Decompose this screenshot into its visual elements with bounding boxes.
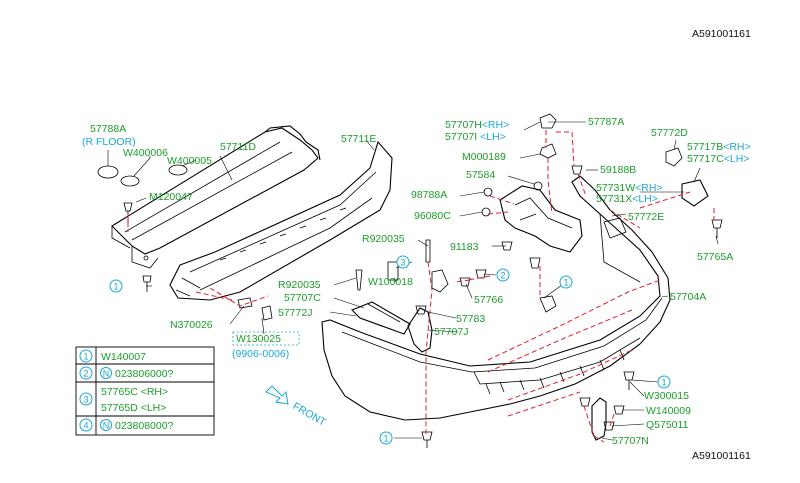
front-arrow: FRONT: [265, 385, 329, 429]
label-57788A: 57788A: [90, 123, 126, 135]
label-57707N: 57707N: [612, 435, 649, 447]
doc-id-top: A591001161: [692, 28, 751, 40]
legend-text-3b: 57765D <LH>: [101, 402, 166, 414]
legend-text-2: 023806000?: [115, 368, 174, 380]
label-57707C: 57707C: [284, 292, 321, 304]
label-r920035-b: R920035: [278, 279, 321, 291]
legend-text-4: 023808000?: [115, 420, 174, 432]
label-m120047: M120047: [149, 191, 193, 203]
label-w140009: W140009: [646, 405, 691, 417]
label-98788A: 98788A: [411, 189, 447, 201]
legend-prefix-4: N: [103, 421, 110, 431]
label-57787A: 57787A: [588, 116, 624, 128]
bracket-57707N: [591, 397, 607, 441]
label-57707I: 57707I<LH>: [445, 131, 506, 143]
hardware: [97, 113, 723, 448]
legend-num-1: 1: [83, 352, 88, 362]
svg-text:1: 1: [661, 378, 666, 388]
svg-text:2: 2: [500, 271, 505, 281]
part-labels: 57788A (R FLOOR) W400006 W400005 57711D …: [82, 116, 751, 447]
svg-text:1: 1: [563, 278, 568, 288]
label-59188B: 59188B: [600, 164, 636, 176]
leader-lines: [107, 121, 719, 441]
label-57772D: 57772D: [651, 127, 688, 139]
label-w130025: W130025: [236, 333, 281, 345]
label-57731W: 57731W<RH>: [596, 182, 663, 194]
label-r-floor: (R FLOOR): [82, 136, 136, 148]
legend-table: 1 W140007 2 N 023806000? 3 57765C <RH> 5…: [75, 346, 215, 436]
label-57711E: 57711E: [341, 133, 376, 145]
label-57731X: 57731X<LH>: [596, 193, 658, 205]
legend-num-2: 2: [83, 369, 88, 379]
label-w400006: W400006: [123, 147, 168, 159]
bracket-57707J: [407, 307, 433, 353]
svg-text:1: 1: [383, 434, 388, 444]
label-57772J: 57772J: [278, 307, 312, 319]
callouts: 1 2 3 1 1 1: [109, 255, 671, 445]
label-57765A: 57765A: [697, 251, 733, 263]
label-q575011: Q575011: [646, 419, 689, 431]
label-n370026: N370026: [170, 319, 213, 331]
label-m000189: M000189: [462, 151, 506, 163]
bracket-57707C: [351, 301, 411, 335]
svg-text:1: 1: [113, 282, 118, 292]
assembly-lines: [127, 130, 715, 443]
beam-57711E: [169, 140, 393, 301]
label-w300015: W300015: [644, 390, 689, 402]
bracket-57707H: [499, 185, 583, 253]
svg-text:3: 3: [400, 258, 405, 268]
legend-num-4: 4: [83, 421, 88, 431]
front-label: FRONT: [291, 400, 329, 429]
label-57707J: 57707J: [434, 326, 468, 338]
legend-num-3: 3: [83, 395, 88, 405]
legend-prefix-2: N: [103, 369, 110, 379]
label-57717B: 57717B<RH>: [687, 141, 751, 153]
label-57704A: 57704A: [670, 291, 706, 303]
bumper-cover-57704A: [321, 175, 671, 421]
label-57772E: 57772E: [628, 211, 664, 223]
label-57707H: 57707H<RH>: [445, 119, 509, 131]
label-57766: 57766: [474, 294, 503, 306]
label-91183: 91183: [450, 241, 479, 253]
legend-text-3a: 57765C <RH>: [101, 386, 168, 398]
label-96080C: 96080C: [414, 210, 451, 222]
label-57711D: 57711D: [220, 141, 256, 153]
label-57717C: 57717C<LH>: [687, 153, 749, 165]
label-r920035-a: R920035: [362, 233, 405, 245]
label-w130025-date: (9906-0006): [232, 348, 289, 360]
label-57584: 57584: [466, 169, 495, 181]
doc-id-bottom: A591001161: [692, 450, 751, 462]
legend-text-1: W140007: [101, 351, 146, 363]
grommet-57788A: [97, 165, 119, 179]
clip-w400005: [168, 164, 188, 176]
clip-w400006: [120, 175, 140, 187]
label-w100018: W100018: [368, 276, 413, 288]
reinforcement-57711D: [111, 125, 321, 269]
label-57783: 57783: [456, 313, 485, 325]
label-w400005: W400005: [167, 155, 212, 167]
